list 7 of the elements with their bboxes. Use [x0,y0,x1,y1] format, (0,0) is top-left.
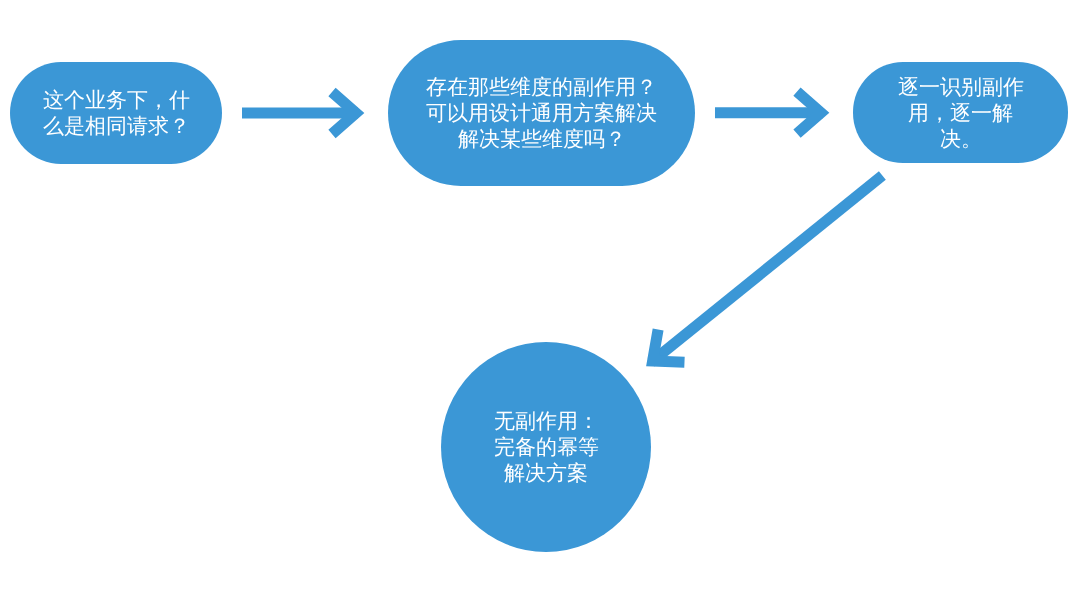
node-text: 无副作用：完备的幂等解决方案 [492,408,600,486]
node-text: 逐一识别副作用，逐一解决。 [896,73,1025,152]
arrow [647,171,886,368]
node-text: 存在那些维度的副作用？可以用设计通用方案解决解决某些维度吗？ [425,74,658,152]
arrow [242,86,362,140]
node-text: 这个业务下，什么是相同请求？ [41,87,191,139]
arrow [715,86,827,140]
